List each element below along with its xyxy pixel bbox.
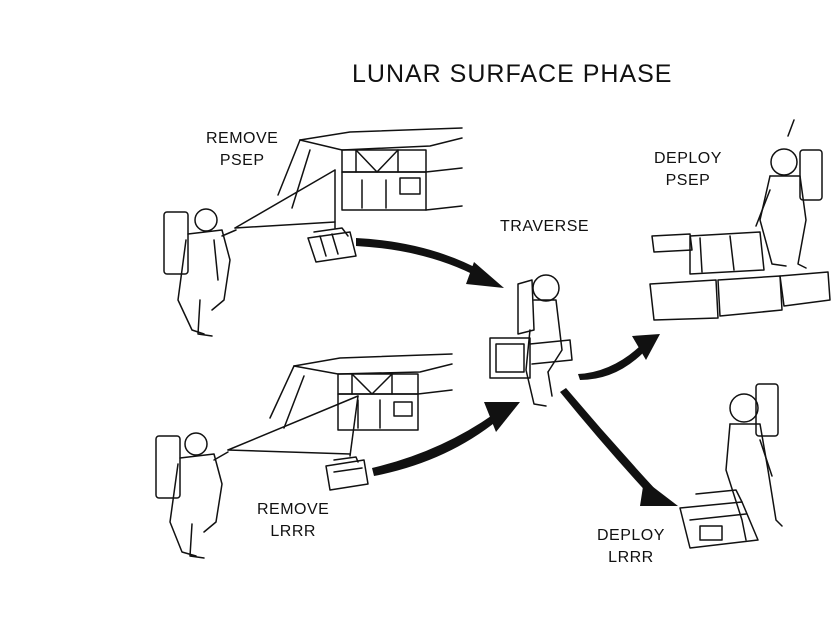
remove-psep-line1: REMOVE (206, 130, 279, 147)
arrow-lrrr-to-traverse (372, 414, 498, 476)
astronaut-remove-psep (163, 208, 237, 337)
arrow-traverse-to-psep (578, 346, 644, 380)
psep-package (307, 227, 357, 263)
arrow-psep-to-traverse (356, 238, 484, 278)
arrow-head-2 (484, 402, 520, 432)
deploy-lrrr-line1: DEPLOY (597, 527, 665, 544)
arrow-head-1 (466, 262, 504, 288)
lrrr-retroreflector (679, 489, 759, 549)
remove-psep-label: REMOVE PSEP (206, 128, 278, 172)
remove-lrrr-label: REMOVE LRRR (257, 499, 329, 543)
astronaut-remove-lrrr (155, 432, 229, 559)
arrow-head-4 (640, 480, 678, 506)
page-title: LUNAR SURFACE PHASE (352, 60, 673, 88)
remove-lrrr-line2: LRRR (270, 523, 316, 540)
lrrr-package (325, 456, 369, 491)
lm-descent-stage-bottom (269, 353, 453, 431)
deploy-psep-line1: DEPLOY (654, 150, 722, 167)
deploy-psep-line2: PSEP (665, 172, 711, 189)
arrow-head-3 (632, 334, 660, 360)
astronaut-traverse (489, 274, 573, 407)
astronaut-deploy-lrrr (725, 383, 783, 541)
deploy-psep-label: DEPLOY PSEP (654, 148, 722, 192)
deploy-lrrr-label: DEPLOY LRRR (597, 525, 665, 569)
remove-lrrr-line1: REMOVE (257, 501, 330, 518)
astronaut-deploy-psep (755, 119, 823, 269)
arrow-traverse-to-lrrr (560, 388, 656, 496)
lm-descent-stage-top (277, 127, 463, 211)
flow-arrows (356, 238, 678, 506)
deploy-lrrr-line2: LRRR (608, 549, 654, 566)
remove-psep-line2: PSEP (219, 152, 265, 169)
traverse-label: TRAVERSE (500, 218, 590, 235)
psep-solar-panels (649, 231, 831, 321)
